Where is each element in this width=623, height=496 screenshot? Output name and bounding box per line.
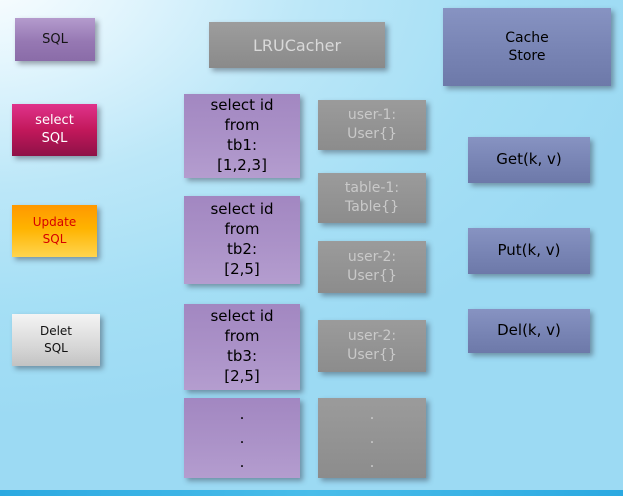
cache-entry-user-2b-label: user-2: User{} — [347, 328, 397, 363]
put-operation-label: Put(k, v) — [497, 241, 561, 260]
del-operation-label: Del(k, v) — [497, 321, 561, 340]
query-box-tb3: select id from tb3: [2,5] — [184, 304, 300, 390]
lrucacher-box: LRUCacher — [209, 22, 385, 68]
query-tb1-label: select id from tb1: [1,2,3] — [210, 96, 274, 174]
lrucacher-label: LRUCacher — [252, 35, 342, 55]
cache-entry-ellipsis-box: . . . — [318, 398, 426, 478]
query-box-tb1: select id from tb1: [1,2,3] — [184, 94, 300, 178]
query-tb3-label: select id from tb3: [2,5] — [210, 307, 274, 385]
sql-box-label: SQL — [42, 32, 68, 47]
update-sql-box: Update SQL — [12, 205, 97, 257]
cache-entry-user-2: user-2: User{} — [318, 241, 426, 293]
cache-store-box: Cache Store — [443, 8, 611, 86]
cache-entry-user-2-label: user-2: User{} — [347, 249, 397, 284]
select-sql-box: select SQL — [12, 104, 97, 156]
del-operation-box: Del(k, v) — [468, 309, 590, 353]
delete-sql-label: Delet SQL — [39, 324, 73, 355]
cache-store-label: Cache Store — [505, 29, 549, 64]
get-operation-box: Get(k, v) — [468, 137, 590, 183]
get-operation-label: Get(k, v) — [496, 150, 562, 169]
cache-entry-ellipsis-label: . . . — [369, 405, 375, 471]
cache-entry-table-1-label: table-1: Table{} — [344, 180, 400, 215]
delete-sql-box: Delet SQL — [12, 314, 100, 366]
cache-entry-user-1: user-1: User{} — [318, 100, 426, 150]
sql-box: SQL — [15, 18, 95, 61]
cache-entry-table-1: table-1: Table{} — [318, 173, 426, 223]
query-ellipsis-box: . . . — [184, 398, 300, 478]
cache-entry-user-2b: user-2: User{} — [318, 320, 426, 372]
query-ellipsis-label: . . . — [239, 405, 245, 471]
put-operation-box: Put(k, v) — [468, 228, 590, 274]
select-sql-label: select SQL — [35, 113, 74, 146]
query-tb2-label: select id from tb2: [2,5] — [210, 200, 274, 278]
bottom-accent-bar — [0, 490, 623, 496]
update-sql-label: Update SQL — [32, 215, 77, 246]
cache-entry-user-1-label: user-1: User{} — [347, 107, 397, 142]
query-box-tb2: select id from tb2: [2,5] — [184, 196, 300, 284]
